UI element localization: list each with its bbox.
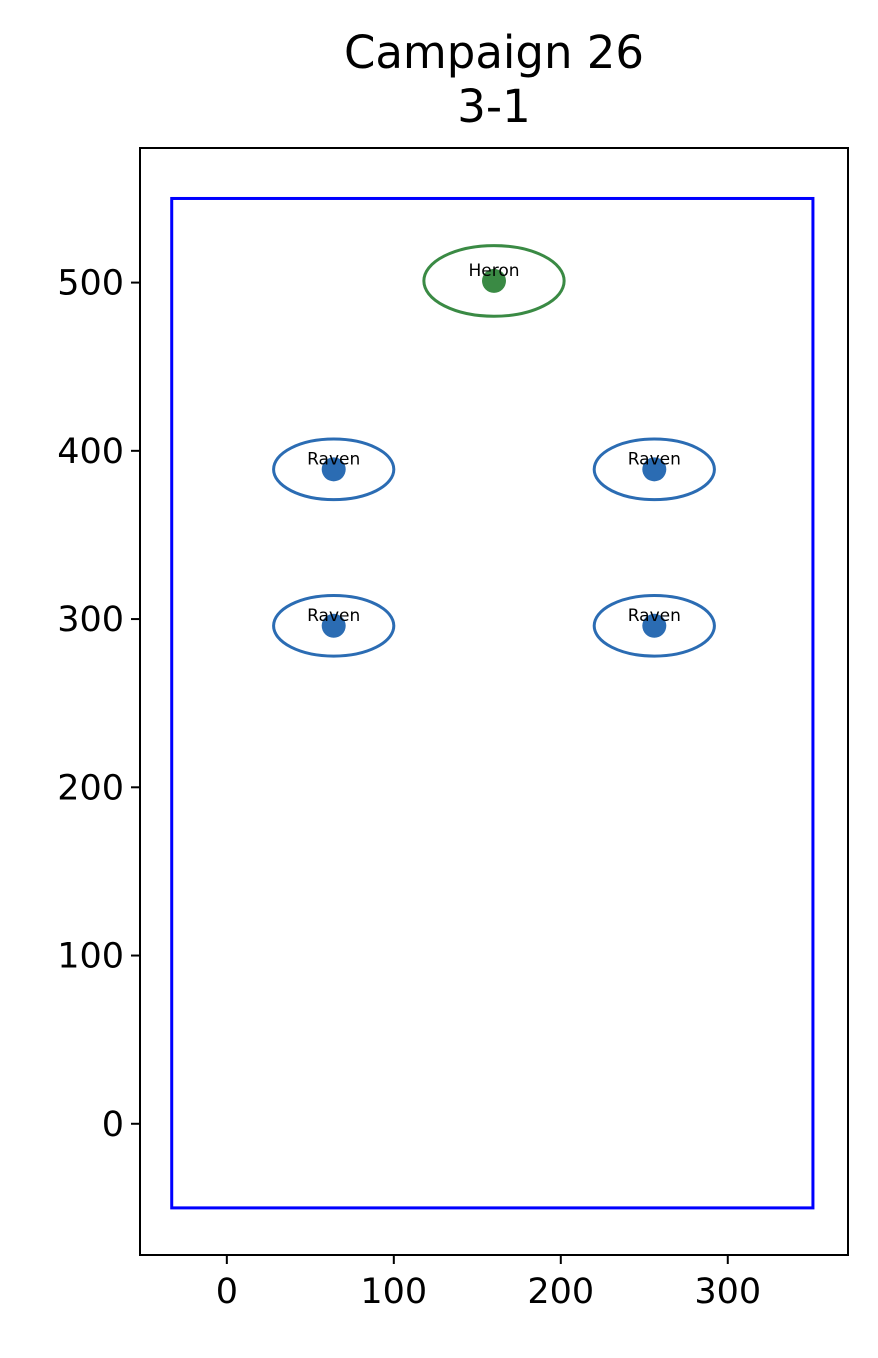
range-ellipse (592, 437, 716, 502)
y-tick-label: 200 (57, 768, 124, 808)
data-point (642, 457, 667, 482)
y-tick-label: 300 (57, 600, 124, 640)
x-tick-label: 300 (694, 1272, 761, 1312)
y-tick-label: 100 (57, 937, 124, 977)
boundary-rectangle (170, 196, 815, 1210)
range-ellipse (422, 244, 566, 318)
y-tick-label: 0 (102, 1105, 124, 1145)
axes-frame (139, 147, 849, 1256)
data-point (642, 613, 667, 638)
range-ellipse (272, 594, 396, 658)
data-point (482, 268, 506, 293)
point-label: Heron (468, 261, 519, 281)
data-point (321, 457, 346, 482)
map-marker-raven: Raven (592, 594, 716, 658)
x-tick-label: 0 (216, 1272, 238, 1312)
range-ellipse (272, 437, 396, 502)
point-label: Raven (628, 606, 681, 626)
data-point (321, 613, 346, 638)
point-label: Raven (307, 449, 360, 469)
point-label: Raven (307, 606, 360, 626)
map-marker-raven: Raven (272, 594, 396, 658)
map-marker-raven: Raven (272, 437, 396, 502)
map-marker-raven: Raven (592, 437, 716, 502)
x-tick-label: 200 (527, 1272, 594, 1312)
x-tick-label: 100 (360, 1272, 427, 1312)
range-ellipse (592, 594, 716, 658)
chart-subtitle: 3-1 (457, 80, 531, 133)
y-tick-label: 500 (57, 264, 124, 304)
y-tick-label: 400 (57, 432, 124, 472)
map-marker-heron: Heron (422, 244, 566, 318)
point-label: Raven (628, 449, 681, 469)
chart-title: Campaign 26 (344, 26, 644, 79)
